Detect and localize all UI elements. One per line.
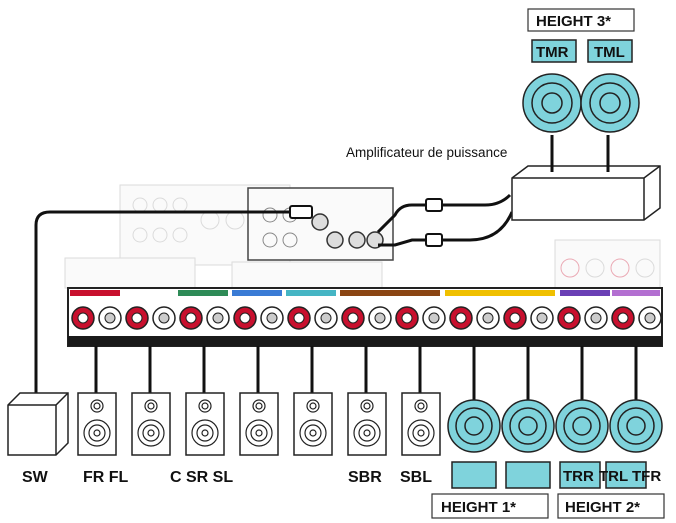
chip-height1-a	[451, 461, 497, 489]
amp-to-height3-wires	[550, 135, 610, 172]
terminal-positive	[341, 306, 365, 330]
label-fr-fl: FR FL	[83, 469, 129, 486]
height-chips: TRR TRL TFR	[451, 461, 661, 489]
tower-speaker	[239, 392, 279, 456]
rca-plug-sw	[289, 205, 313, 219]
speaker-terminal-strip	[67, 287, 663, 347]
speaker-wires	[94, 346, 638, 400]
terminal-positive	[179, 306, 203, 330]
terminal-negative	[638, 306, 662, 330]
tower-speaker	[401, 392, 441, 456]
terminal-positive	[71, 306, 95, 330]
chip-trl: TRL	[599, 468, 628, 485]
height3-label: HEIGHT 3*	[536, 13, 611, 30]
terminal-positive	[557, 306, 581, 330]
terminal-positive	[449, 306, 473, 330]
tower-speaker	[347, 392, 387, 456]
label-sbr: SBR	[348, 469, 382, 486]
terminal-negative	[422, 306, 446, 330]
chip-tfr: TFR	[632, 468, 661, 485]
label-sw: SW	[22, 469, 49, 486]
terminal-negative	[368, 306, 392, 330]
terminal-negative	[206, 306, 230, 330]
terminal-positive	[611, 306, 635, 330]
rca-cables-to-amp	[376, 193, 514, 247]
chip-trr: TRR	[563, 468, 594, 485]
tower-speaker	[77, 392, 117, 456]
terminal-negative	[152, 306, 176, 330]
subwoofer-cable	[34, 210, 290, 395]
terminal-positive	[125, 306, 149, 330]
speaker-height1-a	[447, 399, 501, 453]
terminal-positive	[287, 306, 311, 330]
height-speakers-bottom	[447, 399, 663, 453]
subwoofer	[7, 392, 69, 456]
terminal-positive	[503, 306, 527, 330]
speaker-tml	[580, 73, 640, 133]
power-amplifier	[511, 165, 661, 221]
amp-label: Amplificateur de puissance	[346, 145, 507, 160]
terminal-negative	[476, 306, 500, 330]
label-sbl: SBL	[400, 469, 432, 486]
terminal-negative	[584, 306, 608, 330]
speaker-trr	[555, 399, 609, 453]
speaker-height1-b	[501, 399, 555, 453]
pre-out-section	[247, 187, 394, 261]
height1-label: HEIGHT 1*	[441, 499, 516, 516]
chip-tmr: TMR	[536, 44, 569, 61]
terminal-negative	[260, 306, 284, 330]
height2-label: HEIGHT 2*	[565, 499, 640, 516]
floor-speakers	[77, 392, 441, 456]
tower-speaker	[131, 392, 171, 456]
height3-group: HEIGHT 3* TMR TML	[522, 8, 640, 133]
chip-height1-b	[505, 461, 551, 489]
terminal-negative	[314, 306, 338, 330]
rca-plug-2	[425, 233, 443, 247]
terminal-positive	[395, 306, 419, 330]
rca-plug-1	[425, 198, 443, 212]
speaker-trl	[609, 399, 663, 453]
speaker-tmr	[522, 73, 582, 133]
tower-speaker	[293, 392, 333, 456]
terminal-negative	[530, 306, 554, 330]
chip-tml: TML	[594, 44, 625, 61]
terminal-negative	[98, 306, 122, 330]
tower-speaker	[185, 392, 225, 456]
terminal-positive	[233, 306, 257, 330]
label-c-sr-sl: C SR SL	[170, 469, 233, 486]
